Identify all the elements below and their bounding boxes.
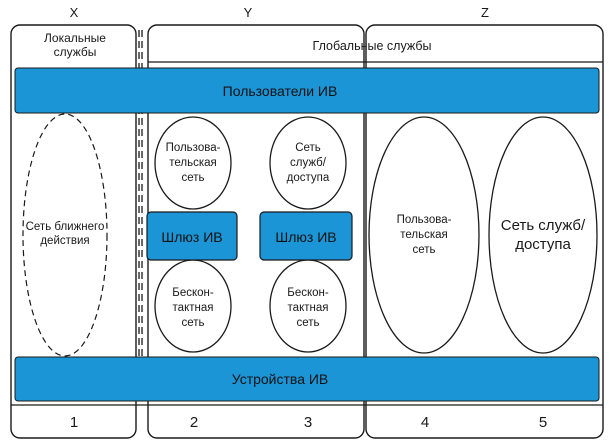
users-band [14,67,600,114]
user-network-col4-line1: Пользова- [397,214,452,226]
gateway-left-label: Шлюз ИВ [161,229,222,245]
user-network-ellipse-col4 [368,116,480,354]
local-services-label-line1: Локальные [44,31,106,45]
user-network-col2-line1: Пользова- [166,142,221,154]
service-network-col3-line3: доступа [287,172,330,184]
contactless-col2-line1: Бескон- [172,287,214,299]
contactless-col2-line3: сеть [181,317,204,329]
service-network-ellipse-col5 [488,116,598,354]
contactless-col2-line2: тактная [173,302,214,314]
user-network-ellipse-col2 [154,116,232,210]
service-network-col5-line1: Сеть служб/ [501,217,586,234]
service-network-col5-line2: доступа [515,236,571,253]
footer-number-3: 3 [304,414,312,431]
user-network-col4-line2: тельская [400,229,448,241]
service-network-col3-line2: служб/ [290,157,327,169]
devices-band [14,356,600,402]
devices-band-label: Устройства ИВ [232,371,329,387]
users-band-label: Пользователи ИВ [223,83,338,99]
global-services-label: Глобальные службы [313,39,432,53]
gateway-box-left [146,211,238,261]
footer-number-1: 1 [70,414,78,431]
near-field-network-label-line2: действия [40,235,89,247]
frame-global-right [365,24,604,439]
frame-local [10,24,137,439]
service-network-ellipse-col3 [269,116,347,210]
column-z-label: Z [481,5,489,20]
footer-number-4: 4 [421,414,429,431]
column-y-label: Y [244,5,253,20]
footer-number-5: 5 [539,414,547,431]
gateway-box-right [259,211,353,261]
user-network-col2-line2: тельская [169,157,217,169]
near-field-network-label-line1: Сеть ближнего [26,221,105,233]
user-network-col2-line3: сеть [181,172,204,184]
contactless-col3-line2: тактная [288,302,329,314]
gateway-right-label: Шлюз ИВ [275,229,336,245]
contactless-col3-line1: Бескон- [287,287,329,299]
footer-number-2: 2 [190,414,198,431]
contactless-col3-line3: сеть [296,317,319,329]
near-field-network-ellipse [22,113,108,357]
service-network-col3-line1: Сеть [295,142,321,154]
local-services-label-line2: службы [54,45,97,59]
column-x-label: X [70,5,79,20]
user-network-col4-line3: сеть [412,244,435,256]
